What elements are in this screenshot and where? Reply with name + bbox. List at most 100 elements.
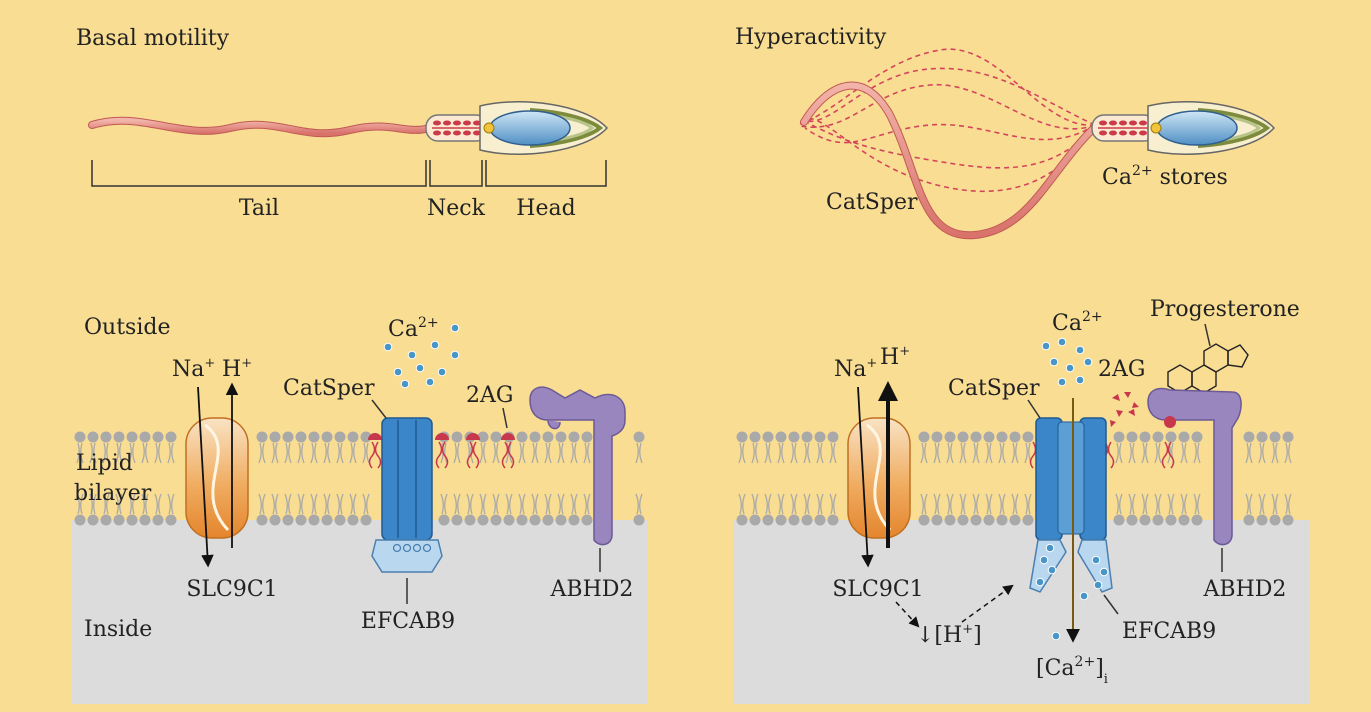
lipid-tail [635, 493, 643, 515]
two-ag-lipid-tail [466, 441, 480, 469]
lipid-tail [790, 493, 798, 515]
basal-motility-title: Basal motility [76, 26, 230, 51]
catsper-leader [371, 399, 387, 419]
calcium-ion [1099, 567, 1109, 577]
lipid-tail [583, 493, 591, 515]
lipid-tail [816, 442, 824, 464]
lipid-head [490, 514, 502, 526]
lipid-head [152, 514, 164, 526]
lipid-head [347, 514, 359, 526]
calcium-ion [450, 350, 460, 360]
lipid-head [555, 514, 567, 526]
lipid-tail [764, 493, 772, 515]
lipid-tail [933, 493, 941, 515]
calcium-ion [1075, 375, 1085, 385]
lipid-head [762, 431, 774, 443]
lipid-tail [128, 442, 136, 464]
two-ag-lipid-head [501, 433, 515, 440]
lipid-head [749, 431, 761, 443]
lipid-tail [738, 493, 746, 515]
catsper-leader-right [1027, 399, 1041, 419]
catsper-label: CatSper [283, 376, 375, 401]
two-ag-lipid-head [368, 433, 382, 440]
calcium-ion [400, 379, 410, 389]
lipid-head [1178, 514, 1190, 526]
calcium-ion [437, 367, 447, 377]
lipid-tail [1284, 442, 1292, 464]
calcium-ions-right [1035, 337, 1109, 641]
lipid-head [139, 431, 151, 443]
slc9c1-label-right: SLC9C1 [832, 577, 923, 602]
lipid-head [555, 431, 567, 443]
hyperactive-membrane-panel: Na+ H+ SLC9C1 ↓[H+] CatSper Ca2+ EFCAB9 … [734, 297, 1310, 704]
lipid-tail [128, 493, 136, 515]
lipid-head [775, 431, 787, 443]
lipid-tail [1180, 442, 1188, 464]
lipid-tail [1115, 493, 1123, 515]
lipid-tail [531, 493, 539, 515]
two-ag-lipid-head [466, 433, 480, 440]
lipid-head [282, 514, 294, 526]
lipid-tail [1245, 493, 1253, 515]
lipid-head [1269, 514, 1281, 526]
lipid-head [516, 514, 528, 526]
lipid-tail [557, 442, 565, 464]
lipid-tail [1271, 442, 1279, 464]
lipid-tail [154, 442, 162, 464]
lipid-tail [310, 493, 318, 515]
hyperactivity-title: Hyperactivity [735, 25, 887, 50]
calcium-ion [383, 342, 393, 352]
lipid-head [1165, 514, 1177, 526]
bilayer-label: bilayer [74, 481, 152, 506]
lipid-head [113, 431, 125, 443]
lipid-head [256, 514, 268, 526]
lipid-tail [102, 442, 110, 464]
lipid-tail [998, 493, 1006, 515]
lipid-head [1282, 514, 1294, 526]
lipid-head [788, 514, 800, 526]
lipid-tail [1284, 493, 1292, 515]
lipid-head [568, 431, 580, 443]
calcium-label: Ca2+ [388, 315, 439, 342]
efcab9-label: EFCAB9 [361, 609, 455, 634]
lipid-head [529, 514, 541, 526]
h-to-catsper-arrow [961, 584, 1014, 623]
lipid-head [87, 514, 99, 526]
lipid-tail [1011, 493, 1019, 515]
lipid-tail [557, 493, 565, 515]
calcium-ion [425, 377, 435, 387]
lipid-tail [284, 442, 292, 464]
lipid-tail [829, 493, 837, 515]
basal-membrane-panel: Outside Inside Lipid bilayer Na+ H+ SLC9… [72, 315, 648, 704]
lipid-head [1152, 431, 1164, 443]
basal-motility-panel: Basal motility [76, 26, 609, 221]
catsper-channel [381, 417, 433, 541]
lipid-tail [1141, 493, 1149, 515]
lipid-head [308, 431, 320, 443]
lipid-head [542, 514, 554, 526]
lipid-tail [777, 442, 785, 464]
two-ag-molecules [1110, 392, 1139, 427]
lipid-head [736, 514, 748, 526]
head-label: Head [516, 196, 575, 221]
lipid-head [542, 431, 554, 443]
calcium-ions-outside [383, 323, 460, 389]
lipid-head [1113, 514, 1125, 526]
lipid-head [1269, 431, 1281, 443]
calcium-ion [1057, 337, 1067, 347]
lipid-head [788, 431, 800, 443]
lipid-head [983, 431, 995, 443]
lipid-head [970, 514, 982, 526]
lipid-tail [505, 493, 513, 515]
lipid-head [633, 431, 645, 443]
lipid-head [451, 431, 463, 443]
lipid-tail [764, 442, 772, 464]
lipid-head [1009, 514, 1021, 526]
progesterone-leader [1204, 323, 1211, 347]
lipid-head [931, 431, 943, 443]
na-influx-arrow [197, 386, 214, 568]
lipid-head [736, 431, 748, 443]
inside-label: Inside [84, 617, 152, 642]
lipid-head [1178, 431, 1190, 443]
lipid-tail [115, 493, 123, 515]
